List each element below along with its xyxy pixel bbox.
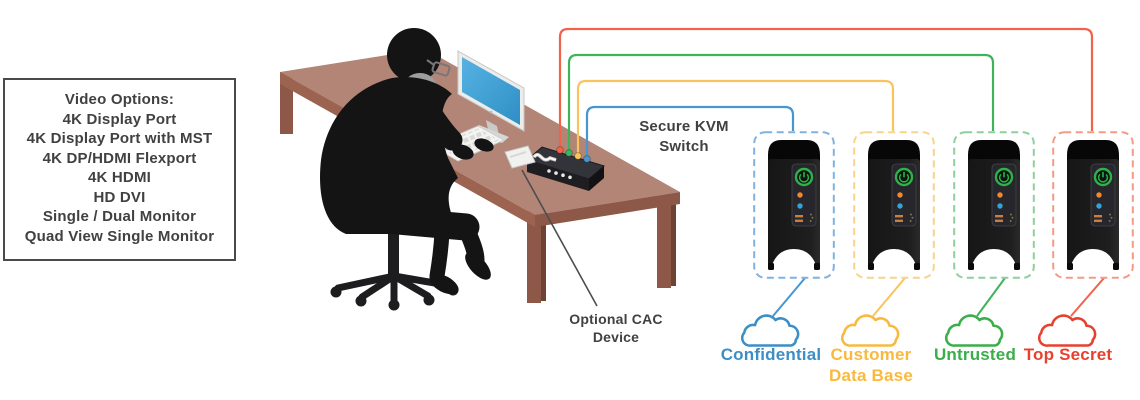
wire-untrusted <box>567 53 995 153</box>
cloud-icon <box>740 314 800 347</box>
video-option-item: 4K DP/HDMI Flexport <box>42 149 197 167</box>
cac-device <box>504 145 598 307</box>
cloud-link-untrusted <box>976 277 1006 317</box>
cloud-link-top-secret <box>1070 277 1105 317</box>
hand <box>452 144 474 160</box>
desk-leg <box>657 196 671 288</box>
shoe <box>465 252 491 280</box>
cloud-icon <box>944 314 1004 347</box>
cloud-link-confidential <box>772 277 806 317</box>
callout-line <box>521 169 598 307</box>
cloud-label: Confidential <box>720 345 822 364</box>
tower-dashed-box <box>1052 131 1134 279</box>
hand <box>474 138 494 152</box>
cloud-icon <box>1037 314 1097 347</box>
video-option-item: Quad View Single Monitor <box>24 227 215 245</box>
wire-confidential <box>585 105 795 159</box>
tower-dashed-box <box>753 131 835 279</box>
kvm-switch-label: Secure KVM Switch <box>639 118 729 155</box>
cloud-link-customer-data-base <box>872 277 906 317</box>
cloud-icon <box>840 314 900 347</box>
cac-device-label: Optional CAC Device <box>569 311 663 346</box>
desktop-monitor <box>457 50 525 143</box>
video-option-item: 4K Display Port with MST <box>26 130 213 147</box>
video-options-title: Video Options: <box>64 91 175 108</box>
kvm-switch-device <box>525 146 606 191</box>
cloud-label: Untrusted <box>933 345 1017 364</box>
video-options-box: Video Options: 4K Display Port 4K Display… <box>3 78 236 261</box>
video-option-item: 4K Display Port <box>62 110 177 128</box>
wire-top-secret <box>558 27 1094 150</box>
shoe <box>429 273 459 295</box>
video-option-item: HD DVI <box>93 188 146 206</box>
kvm-port-red <box>556 146 564 154</box>
tower-dashed-box <box>953 131 1035 279</box>
kvm-port-green <box>565 149 573 157</box>
person-silhouette <box>320 28 494 295</box>
kvm-port-blue <box>583 155 591 163</box>
cloud-links <box>772 277 1105 317</box>
connection-wires <box>558 27 1094 159</box>
monitor-screen <box>462 57 520 125</box>
cloud-label: Customer Data Base <box>828 345 913 386</box>
video-option-item: Single / Dual Monitor <box>42 208 197 225</box>
cloud-label: Top Secret <box>1023 345 1113 364</box>
kvm-ports <box>556 146 591 163</box>
kvm-port-yellow <box>574 152 582 160</box>
video-option-item: 4K HDMI <box>87 169 152 186</box>
desk-leg <box>527 210 541 303</box>
tower-dashed-box <box>853 131 935 279</box>
wire-customer-data-base <box>576 79 895 156</box>
